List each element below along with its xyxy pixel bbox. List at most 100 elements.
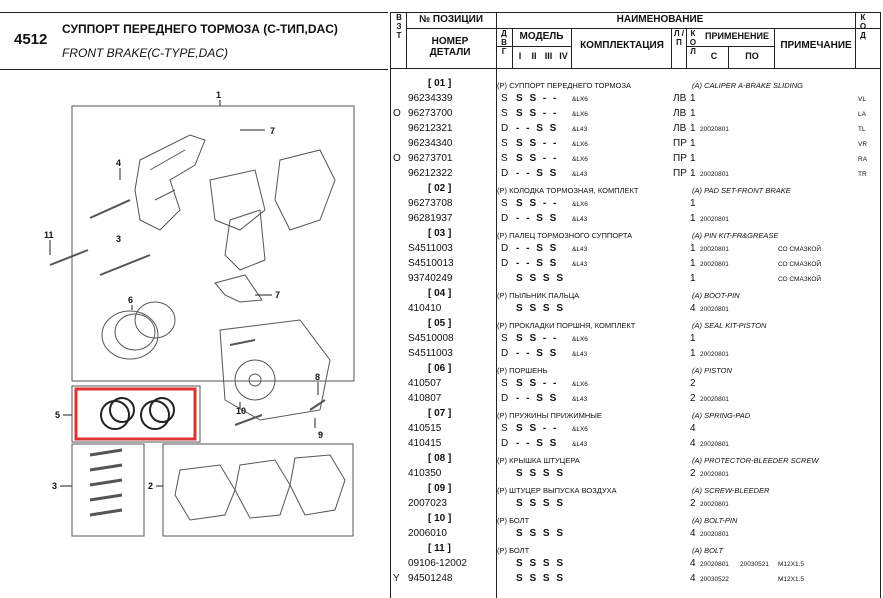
applies-from: 20020801: [700, 306, 729, 313]
applies-from: 20020801: [700, 441, 729, 448]
col-divider: [728, 46, 729, 69]
dvg-value: S: [501, 198, 508, 209]
callout-10: 10: [236, 406, 246, 416]
description-ru: (P) КРЫШКА ШТУЦЕРА: [497, 456, 580, 465]
quantity: 2: [690, 468, 696, 479]
part-number: 09106-12002: [408, 558, 467, 569]
part-number: 410415: [408, 438, 442, 449]
model-values: S S - -: [516, 423, 559, 434]
code: VL: [858, 96, 866, 103]
note: СО СМАЗКОЙ: [778, 276, 822, 283]
dvg-value: D: [501, 123, 509, 134]
col-primechanie: ПРИМЕЧАНИЕ: [780, 40, 852, 51]
col-divider: [406, 12, 407, 69]
col-divider: [512, 28, 513, 69]
applies-from: 20020801: [700, 501, 729, 508]
part-number: 96212321: [408, 123, 453, 134]
part-number: 410410: [408, 303, 442, 314]
komplektaciya: &L43: [572, 261, 588, 268]
note: M12X1.5: [778, 561, 805, 568]
komplektaciya: &L43: [572, 396, 588, 403]
applies-from: 20020801: [700, 171, 729, 178]
komplektaciya: &LX6: [572, 336, 588, 343]
position-id: [ 07 ]: [428, 408, 452, 419]
callout-2: 2: [148, 481, 153, 491]
model-values: - - S S: [516, 348, 559, 359]
description-ru: (P) КОЛОДКА ТОРМОЗНАЯ, КОМПЛЕКТ: [497, 186, 639, 195]
position-id: [ 08 ]: [428, 453, 452, 464]
description-ru: (P) ПРОКЛАДКИ ПОРШНЯ, КОМПЛЕКТ: [497, 321, 636, 330]
description-en: (A) BOLT-PIN: [692, 516, 738, 525]
dvg-value: D: [501, 258, 509, 269]
model-values: - - S S: [516, 213, 559, 224]
code: RA: [858, 156, 868, 163]
dvg-value: S: [501, 333, 508, 344]
part-number: 410807: [408, 393, 442, 404]
description-ru: (P) ПАЛЕЦ ТОРМОЗНОГО СУППОРТА: [497, 231, 633, 240]
position-header-row: [ 03 ](P) ПАЛЕЦ ТОРМОЗНОГО СУППОРТА(A) P…: [390, 228, 880, 243]
position-header-row: [ 01 ](P) СУППОРТ ПЕРЕДНЕГО ТОРМОЗА(A) C…: [390, 78, 880, 93]
komplektaciya: &LX6: [572, 111, 588, 118]
dvg-value: D: [501, 348, 509, 359]
komplektaciya: &LX6: [572, 141, 588, 148]
quantity: 1: [690, 108, 696, 119]
quantity: 1: [690, 333, 696, 344]
applies-from: 20020801: [700, 126, 729, 133]
col-lp: Л / П: [673, 29, 685, 47]
col-s: С: [710, 51, 718, 61]
description-ru: (P) БОЛТ: [497, 516, 530, 525]
part-number: S4511003: [408, 243, 453, 254]
col-naimenovanie: НАИМЕНОВАНИЕ: [616, 14, 704, 25]
quantity: 1: [690, 348, 696, 359]
applies-from: 20020801: [700, 351, 729, 358]
quantity: 4: [690, 573, 696, 584]
description-en: (A) PAD SET-FRONT BRAKE: [692, 186, 791, 195]
model-values: S S - -: [516, 93, 559, 104]
col-kol: К О Л: [689, 29, 697, 56]
part-number: 96212322: [408, 168, 453, 179]
col-divider: [571, 28, 572, 69]
description-ru: (P) СУППОРТ ПЕРЕДНЕГО ТОРМОЗА: [497, 81, 632, 90]
description-ru: (P) ПЫЛЬНИК ПАЛЬЦА: [497, 291, 580, 300]
komplektaciya: &LX6: [572, 201, 588, 208]
applies-to: 20030521: [740, 561, 769, 568]
position-header-row: [ 05 ](P) ПРОКЛАДКИ ПОРШНЯ, КОМПЛЕКТ(A) …: [390, 318, 880, 333]
model-values: - - S S: [516, 393, 559, 404]
part-number: 410350: [408, 468, 442, 479]
code: LA: [858, 111, 866, 118]
model-divider: [496, 46, 571, 47]
callout-3b: 3: [52, 481, 57, 491]
col-divider: [496, 12, 497, 598]
model-values: S S S S: [516, 273, 566, 284]
komplektaciya: &L43: [572, 171, 588, 178]
applies-from: 20020801: [700, 471, 729, 478]
col-divider: [855, 12, 856, 69]
part-number: S4511003: [408, 348, 453, 359]
quantity: 2: [690, 378, 696, 389]
side-lp: ЛВ: [673, 108, 687, 119]
page-title-en: FRONT BRAKE(C-TYPE,DAC): [62, 46, 229, 60]
description-en: (A) PIN KIT-FR&GREASE: [692, 231, 779, 240]
quantity: 1: [690, 168, 696, 179]
dvg-value: D: [501, 393, 509, 404]
model-values: - - S S: [516, 258, 559, 269]
komplektaciya: &LX6: [572, 156, 588, 163]
dvg-value: S: [501, 93, 508, 104]
callout-4: 4: [116, 158, 121, 168]
description-en: (A) BOOT-PIN: [692, 291, 740, 300]
model-values: S S - -: [516, 333, 559, 344]
komplektaciya: &L43: [572, 126, 588, 133]
table-left-border: [390, 12, 391, 598]
assembly-box: [71, 105, 355, 382]
side-lp: ПР: [673, 153, 687, 164]
page-title-ru: СУППОРТ ПЕРЕДНЕГО ТОРМОЗА (C-ТИП,DAC): [62, 22, 338, 36]
position-id: [ 06 ]: [428, 363, 452, 374]
komplektaciya: &L43: [572, 441, 588, 448]
